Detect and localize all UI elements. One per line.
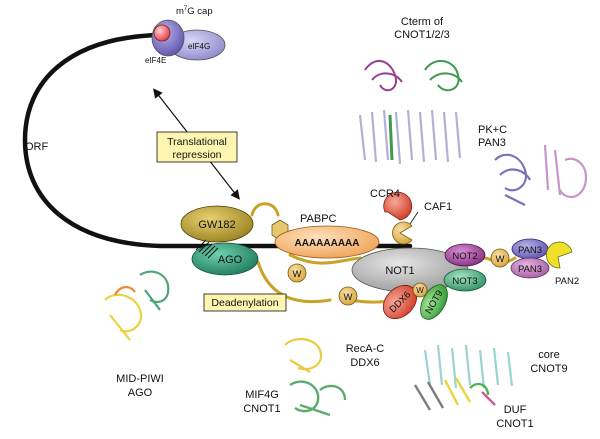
core-cnot9-structure [413, 344, 514, 411]
pan3-bottom-protein [510, 257, 550, 279]
pkc-label-1: PK+C [478, 124, 507, 136]
caf1-protein [392, 221, 413, 245]
cterm-structure [358, 60, 463, 165]
reca-label-2: DDX6 [350, 357, 379, 369]
mif4g-structure [289, 380, 347, 417]
orf-label: ORF [25, 141, 49, 153]
ccr4-protein [383, 191, 413, 221]
gw182-label: GW182 [198, 219, 235, 231]
cap-icon [153, 24, 171, 42]
deadenylation-text: Deadenylation [211, 297, 278, 309]
pabpc-protein [274, 225, 380, 259]
translational-text: Translational [167, 136, 227, 148]
svg-text:W: W [293, 269, 302, 280]
mirna-icon [195, 239, 219, 259]
midpiwi-label-2: AGO [128, 387, 153, 399]
ago-protein [191, 242, 259, 276]
not3-label: NOT3 [452, 276, 477, 287]
not9-protein [420, 284, 448, 320]
gw182-protein [180, 205, 254, 243]
polya-tail: AAAAAAAAA [295, 238, 360, 249]
core-label-2: CNOT9 [530, 363, 567, 375]
deadenylation-box: Deadenylation [203, 293, 287, 312]
translational-repression-box: Translational repression [156, 131, 238, 163]
pan2-protein [545, 241, 573, 269]
reca-structure [284, 337, 323, 373]
mrna-line [22, 32, 413, 249]
w-motifs: W W W W [287, 248, 510, 306]
pan3-bottom-label: PAN3 [518, 264, 542, 275]
mif4g-label-1: MIF4G [245, 389, 279, 401]
mif4g-label-2: CNOT1 [243, 403, 280, 415]
cterm-label-2: CNOT1/2/3 [394, 29, 450, 41]
not2-protein [444, 243, 486, 267]
cterm-label-1: Cterm of [401, 16, 444, 28]
duf-label-1: DUF [504, 404, 527, 416]
not2-label: NOT2 [452, 251, 477, 262]
svg-text:W: W [344, 292, 353, 303]
midpiwi-structure [104, 270, 170, 341]
not1-label: NOT1 [385, 265, 414, 277]
cap-complex: eIF4G eIF4E m7G cap [145, 6, 226, 65]
duf-label-2: CNOT1 [496, 418, 533, 430]
caf1-label: CAF1 [424, 201, 452, 213]
eif4e-label: eIF4E [145, 56, 166, 65]
reca-label-1: RecA-C [346, 343, 385, 355]
svg-text:W: W [496, 254, 505, 265]
midpiwi-label-1: MID-PIWI [116, 373, 164, 385]
pan2-label: PAN2 [555, 276, 579, 287]
cap-label: m7G cap [176, 6, 213, 17]
core-label-1: core [538, 349, 559, 361]
pkc-structure [494, 144, 588, 206]
pan3-top-label: PAN3 [518, 245, 542, 256]
ago-label: AGO [218, 254, 243, 266]
pkc-label-2: PAN3 [478, 137, 506, 149]
svg-text:W: W [416, 286, 424, 295]
not3-protein [443, 268, 487, 292]
eif4g-label: eIF4G [188, 42, 210, 51]
repression-text: repression [172, 149, 221, 161]
pabpc-label: PABPC [300, 213, 337, 225]
ccr4-label: CCR4 [370, 188, 400, 200]
